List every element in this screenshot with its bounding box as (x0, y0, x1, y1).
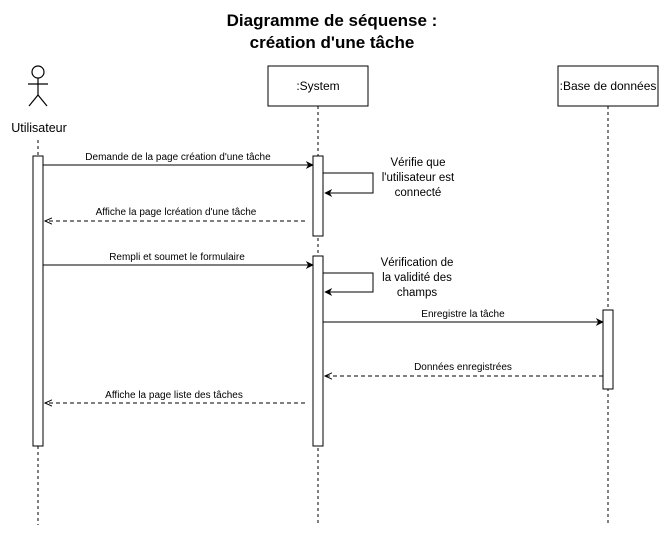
message-donnees-enregistrees-label: Données enregistrées (414, 362, 512, 373)
actor-stick-figure-icon (28, 65, 48, 107)
message-demande-page: Demande de la page création d'une tâche (43, 152, 314, 169)
message-affiche-creation: Affiche la page lcréation d'une tâche (45, 207, 305, 221)
self-message-verification-champs: Vérification de la validité des champs (323, 257, 453, 299)
participant-database-label: :Base de données (560, 79, 657, 93)
message-affiche-liste: Affiche la page liste des tâches (45, 390, 305, 403)
activation-database (602, 309, 614, 390)
activation-system-1 (312, 155, 324, 237)
activation-utilisateur (32, 155, 44, 447)
message-enregistre-tache: Enregistre la tâche (323, 309, 604, 326)
self-message-verifie-connexion: Vérifie que l'utilisateur est connecté (323, 157, 455, 199)
message-rempli-formulaire-label: Rempli et soumet le formulaire (109, 252, 245, 263)
message-demande-page-label: Demande de la page création d'une tâche (85, 152, 271, 163)
message-enregistre-tache-label: Enregistre la tâche (421, 309, 505, 320)
participant-system-label: :System (296, 79, 339, 93)
self-note-2-line3: champs (397, 287, 438, 299)
message-affiche-creation-label: Affiche la page lcréation d'une tâche (96, 207, 257, 218)
self-note-2-line2: la validité des (382, 272, 452, 284)
participant-database: :Base de données (557, 65, 659, 107)
message-donnees-enregistrees: Données enregistrées (325, 362, 603, 376)
diagram-title-line1: Diagramme de séquense : (227, 11, 438, 30)
diagram-title-line2: création d'une tâche (250, 33, 415, 52)
participant-system: :System (267, 65, 369, 107)
message-rempli-formulaire: Rempli et soumet le formulaire (43, 252, 314, 269)
actor-label: Utilisateur (11, 121, 67, 135)
self-note-1-line3: connecté (395, 187, 442, 199)
self-note-1-line1: Vérifie que (391, 157, 446, 169)
activation-system-2 (312, 255, 324, 447)
actor-utilisateur: Utilisateur (11, 65, 67, 135)
self-note-2-line1: Vérification de (381, 257, 454, 269)
self-note-1-line2: l'utilisateur est (382, 172, 455, 184)
message-affiche-liste-label: Affiche la page liste des tâches (105, 390, 243, 401)
